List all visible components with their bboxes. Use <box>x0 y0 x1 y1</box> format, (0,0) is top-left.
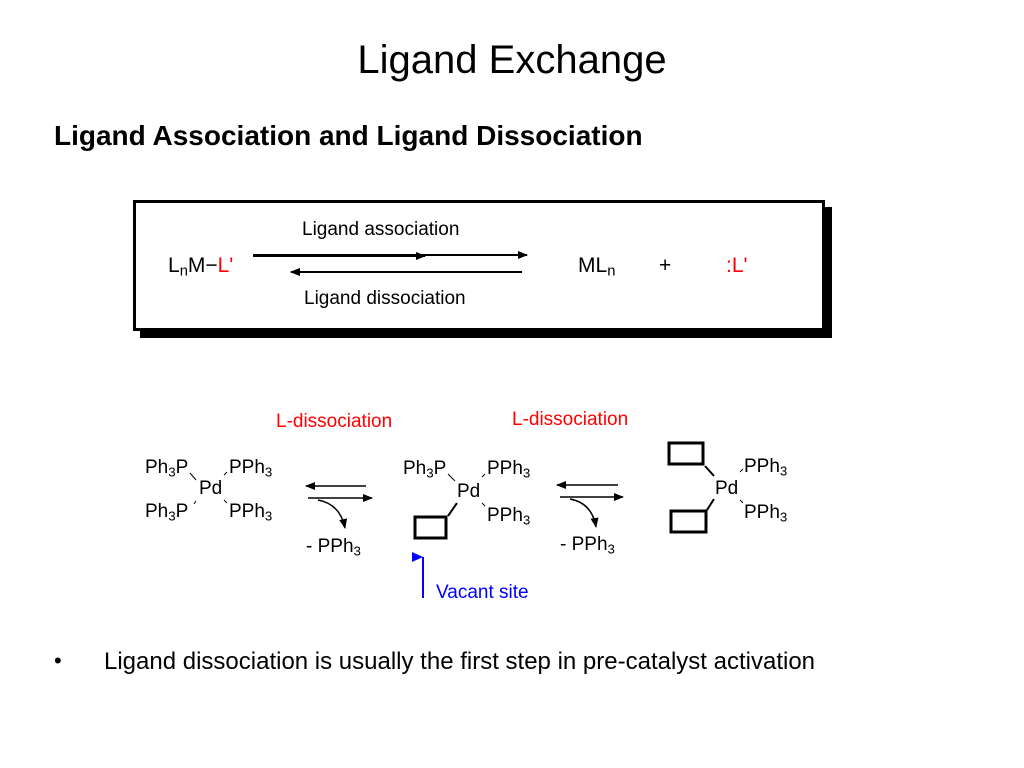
bond <box>739 468 744 473</box>
bond <box>189 472 197 481</box>
ligand-bottom-right: PPh3 <box>229 501 273 524</box>
bond <box>223 499 228 504</box>
metal-center: Pd <box>715 478 739 499</box>
ligand-top-right: PPh3 <box>487 458 531 481</box>
step1-release-curve <box>317 499 348 529</box>
released-ligand-2: - PPh3 <box>560 534 615 557</box>
ligand-bottom-right: PPh3 <box>487 505 531 528</box>
ligand-top-right: PPh3 <box>744 456 788 479</box>
slide-subtitle: Ligand Association and Ligand Dissociati… <box>54 120 643 151</box>
metal-center: Pd <box>199 478 223 499</box>
bond: − <box>205 254 218 277</box>
ligand-top-left: Ph3P <box>145 457 189 480</box>
step2-release-curve <box>569 498 599 528</box>
vacant-site-box <box>669 509 708 534</box>
bond <box>481 473 486 478</box>
bullet-text: Ligand dissociation is usually the first… <box>104 648 816 675</box>
ligand-bottom-right: PPh3 <box>744 502 788 525</box>
ligand-top-right: PPh3 <box>229 457 273 480</box>
bond <box>193 500 197 505</box>
metal-symbol: M <box>187 254 206 277</box>
vacant-site-box <box>413 515 448 540</box>
slide-title: Ligand Exchange <box>357 38 667 82</box>
subscript-n: n <box>607 263 616 280</box>
reverse-arrow-label: Ligand dissociation <box>304 288 466 309</box>
vacant-site-box <box>667 441 705 466</box>
vacant-site-bond <box>447 502 458 517</box>
ligand-bottom-left: Ph3P <box>145 501 189 524</box>
leaving-ligand: L' <box>217 254 234 277</box>
product-symbol: ML <box>578 254 608 277</box>
free-ligand: :L' <box>726 254 748 277</box>
metal-center: Pd <box>457 481 481 502</box>
released-ligand-1: - PPh3 <box>306 536 361 559</box>
vacant-site-label: Vacant site <box>436 582 529 603</box>
bond <box>481 502 486 507</box>
ligand-top-left: Ph3P <box>403 458 447 481</box>
metal-ligand-complex: LnM−L' <box>168 254 234 280</box>
bond <box>447 473 456 482</box>
ligand-symbol: L <box>168 254 180 277</box>
subscript-n: n <box>179 263 188 280</box>
bullet-marker: • <box>54 648 62 673</box>
step-label-1: L-dissociation <box>276 411 393 432</box>
plus-sign: + <box>659 254 672 277</box>
bond <box>739 499 744 504</box>
vacant-site-bond <box>706 498 715 511</box>
vacant-site-bond <box>704 465 715 477</box>
bond <box>223 471 228 476</box>
equilibrium-box <box>133 200 825 331</box>
forward-arrow-label: Ligand association <box>302 219 460 240</box>
step-label-2: L-dissociation <box>512 409 629 430</box>
metal-complex-product: MLn <box>578 254 616 280</box>
